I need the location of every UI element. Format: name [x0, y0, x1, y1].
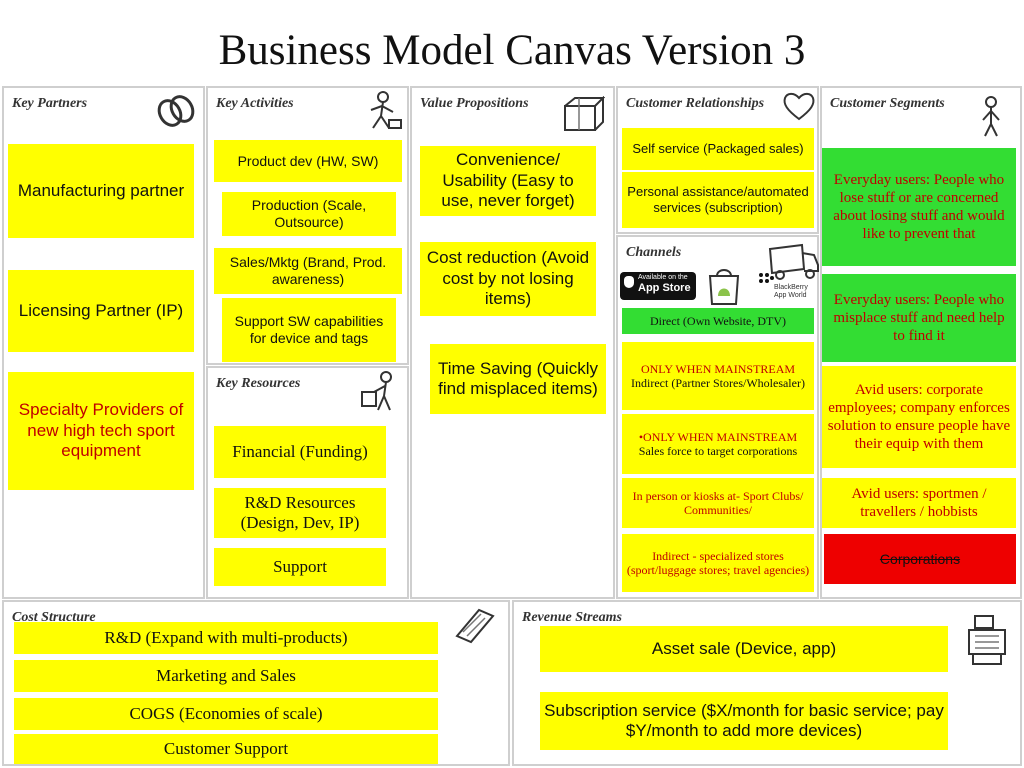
segment-note: Everyday users: People who misplace stuf… [822, 274, 1016, 362]
channels-heading: Channels [626, 245, 682, 260]
customer-relationships-heading: Customer Relationships [626, 96, 765, 111]
app-store-badge-label: App Store [638, 281, 691, 294]
segment-note: Corporations [824, 534, 1016, 584]
channel-note: Direct (Own Website, DTV) [622, 308, 814, 334]
app-store-badge-caption: Available on the [638, 274, 688, 281]
cost-structure-heading: Cost Structure [12, 610, 96, 625]
cost-note: Customer Support [14, 734, 438, 764]
key-activities-heading: Key Activities [216, 96, 294, 111]
key-resources-heading: Key Resources [216, 376, 301, 391]
resource-note: Support [214, 548, 386, 586]
cost-note: COGS (Economies of scale) [14, 698, 438, 730]
relationship-note: Self service (Packaged sales) [622, 128, 814, 170]
android-shopping-bag-icon [708, 269, 740, 305]
heart-icon [783, 92, 815, 121]
channel-note-emphasis: ONLY WHEN MAINSTREAM [640, 361, 796, 376]
app-store-badge: Available on the App Store [620, 272, 696, 300]
cost-note: Marketing and Sales [14, 660, 438, 692]
gift-box-icon [564, 96, 605, 131]
truck-icon [768, 243, 819, 280]
resource-note: R&D Resources (Design, Dev, IP) [214, 488, 386, 538]
customer-segments-heading: Customer Segments [830, 96, 945, 111]
revenue-note: Asset sale (Device, app) [540, 626, 948, 672]
channel-note: Indirect - specialized stores (sport/lug… [622, 534, 814, 592]
blackberry-app-world-label: BlackBerry App World [774, 284, 808, 299]
value-propositions-heading: Value Propositions [420, 96, 529, 111]
activity-note: Sales/Mktg (Brand, Prod. awareness) [214, 248, 402, 294]
segment-note: Avid users: corporate employees; company… [822, 366, 1016, 468]
channel-note: In person or kiosks at- Sport Clubs/ Com… [622, 478, 814, 528]
channel-note: ONLY WHEN MAINSTREAM Indirect (Partner S… [622, 342, 814, 410]
channel-note-text: Sales force to target corporations [638, 444, 798, 458]
revenue-note: Subscription service ($X/month for basic… [540, 692, 948, 750]
value-proposition-note: Convenience/ Usability (Easy to use, nev… [420, 146, 596, 216]
cash-register-icon [968, 615, 1006, 665]
worker-icon [370, 91, 402, 129]
partner-note: Manufacturing partner [8, 144, 194, 238]
value-proposition-note: Time Saving (Quickly find misplaced item… [430, 344, 606, 414]
partner-note: Licensing Partner (IP) [8, 270, 194, 352]
price-tag-icon [455, 608, 495, 644]
worker-crate-icon [361, 371, 392, 411]
chain-link-icon [157, 95, 195, 127]
partner-note: Specialty Providers of new high tech spo… [8, 372, 194, 490]
channel-note: •ONLY WHEN MAINSTREAM Sales force to tar… [622, 414, 814, 474]
channel-note-text: Indirect (Partner Stores/Wholesaler) [631, 376, 805, 390]
activity-note: Support SW capabilities for device and t… [222, 298, 396, 362]
segment-note: Everyday users: People who lose stuff or… [822, 148, 1016, 266]
person-icon [982, 96, 1000, 137]
channel-note-emphasis: •ONLY WHEN MAINSTREAM [638, 429, 798, 444]
page-title: Business Model Canvas Version 3 [218, 27, 806, 74]
resource-note: Financial (Funding) [214, 426, 386, 478]
revenue-streams-heading: Revenue Streams [522, 610, 622, 625]
relationship-note: Personal assistance/automated services (… [622, 172, 814, 228]
segment-note: Avid users: sportmen / travellers / hobb… [822, 478, 1016, 528]
key-partners-heading: Key Partners [12, 96, 88, 111]
value-proposition-note: Cost reduction (Avoid cost by not losing… [420, 242, 596, 316]
activity-note: Product dev (HW, SW) [214, 140, 402, 182]
activity-note: Production (Scale, Outsource) [222, 192, 396, 236]
blackberry-logo-icon [759, 273, 774, 283]
cost-note: R&D (Expand with multi-products) [14, 622, 438, 654]
apple-logo-icon [624, 276, 634, 288]
